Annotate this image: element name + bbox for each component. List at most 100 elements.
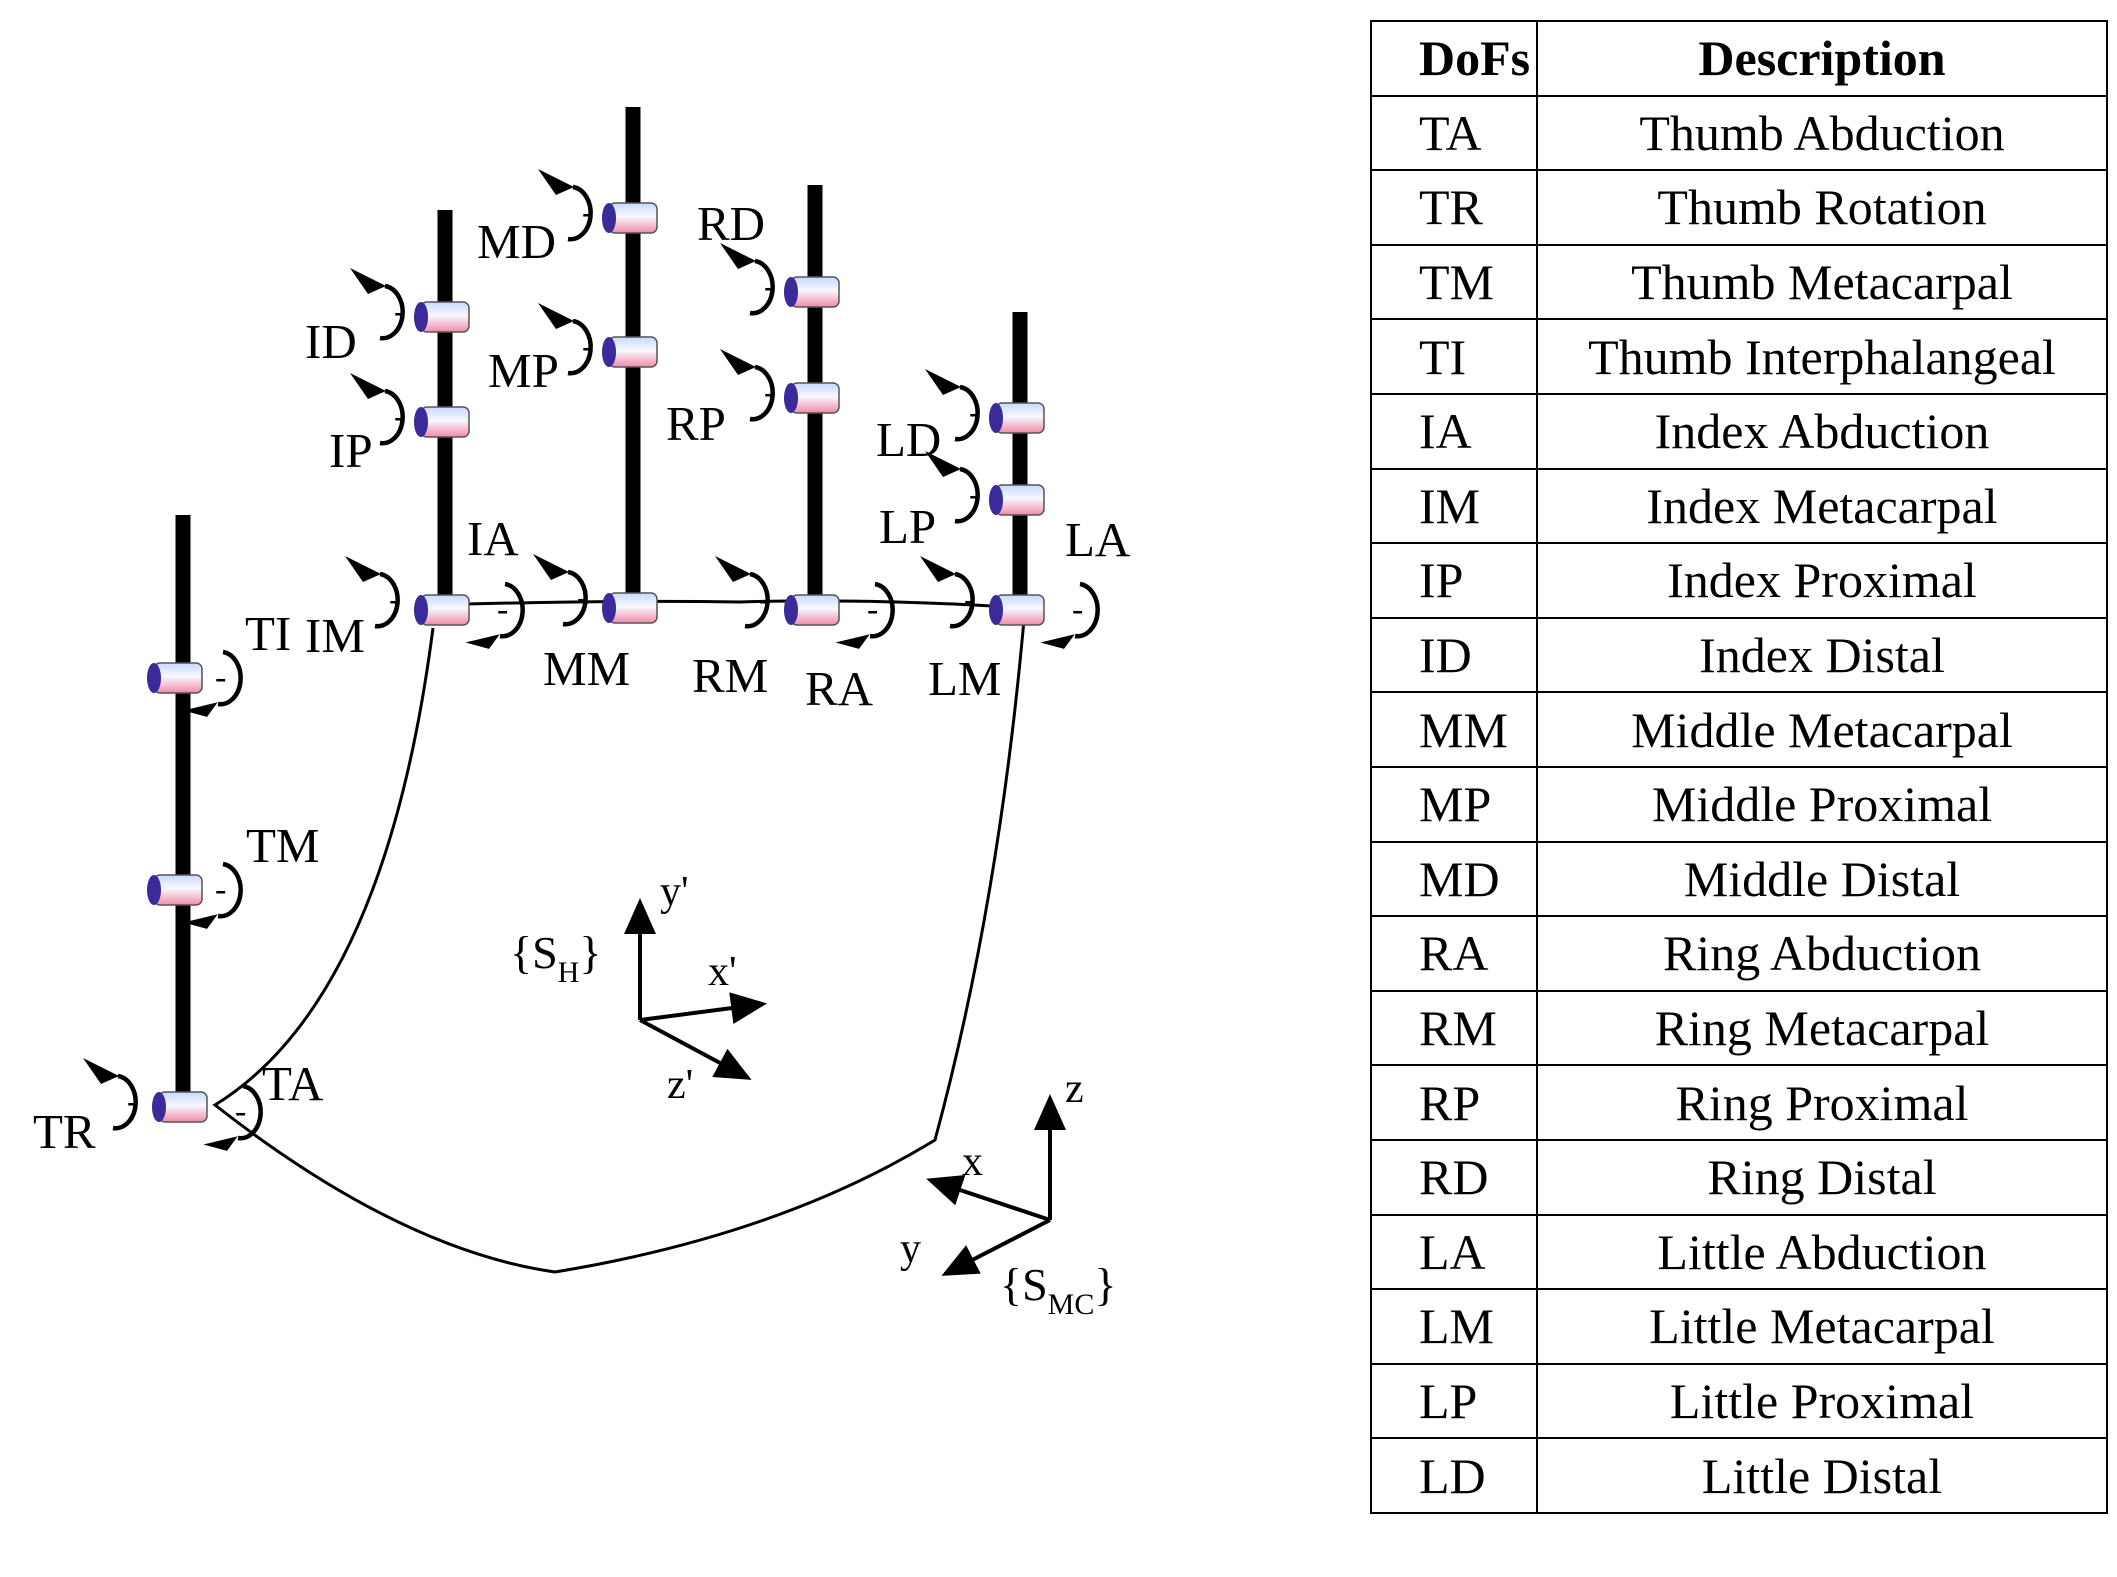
label-TR: TR bbox=[33, 1104, 96, 1159]
label-LP: LP bbox=[879, 499, 936, 554]
dof-description-cell: Thumb Abduction bbox=[1536, 94, 2108, 172]
rotation-arrow-IA: - bbox=[465, 581, 525, 649]
minus-sign: - bbox=[764, 268, 775, 305]
rotation-arrow-MD: - bbox=[538, 169, 593, 242]
joint-markers: ------------------- bbox=[83, 169, 1100, 1151]
dof-code-cell: LP bbox=[1370, 1362, 1538, 1440]
rotation-arrow-RD: - bbox=[720, 243, 775, 316]
rotation-arrow-ID: - bbox=[350, 268, 405, 341]
minus-sign: - bbox=[582, 328, 593, 365]
joint-cylinder bbox=[147, 662, 203, 694]
dof-code-cell: IA bbox=[1370, 392, 1538, 470]
dof-description-cell: Index Distal bbox=[1536, 616, 2108, 694]
minus-sign: - bbox=[235, 1093, 246, 1130]
rotation-arrow-IM: - bbox=[345, 556, 400, 629]
minus-sign: - bbox=[964, 581, 975, 618]
dof-description-cell: Index Metacarpal bbox=[1536, 467, 2108, 545]
minus-sign: - bbox=[764, 374, 775, 411]
dof-code-cell: IM bbox=[1370, 467, 1538, 545]
dof-code-cell: RD bbox=[1370, 1138, 1538, 1216]
dof-code-cell: MP bbox=[1370, 765, 1538, 843]
joint-cylinder bbox=[784, 276, 840, 308]
rotation-arrow-LD: - bbox=[925, 369, 980, 442]
joint-cylinder bbox=[784, 594, 840, 626]
dof-description-cell: Little Distal bbox=[1536, 1437, 2108, 1514]
dof-description-cell: Middle Distal bbox=[1536, 840, 2108, 918]
minus-sign: - bbox=[394, 398, 405, 435]
joint-cylinder bbox=[414, 301, 470, 333]
hand-frame-name: {SH} bbox=[510, 927, 601, 989]
dof-code-cell: LD bbox=[1370, 1437, 1538, 1514]
header-description: Description bbox=[1536, 20, 2108, 97]
label-RA: RA bbox=[805, 661, 874, 716]
rotation-arrow-LM: - bbox=[920, 556, 975, 629]
dof-description-cell: Index Abduction bbox=[1536, 392, 2108, 470]
joint-cylinder bbox=[414, 406, 470, 438]
label-MM: MM bbox=[543, 641, 630, 696]
label-RM: RM bbox=[692, 648, 768, 703]
rotation-arrow-TR: - bbox=[83, 1058, 138, 1131]
joint-cylinder bbox=[414, 594, 470, 626]
label-MD: MD bbox=[477, 214, 556, 269]
minus-sign: - bbox=[969, 476, 980, 513]
label-MP: MP bbox=[488, 343, 559, 398]
label-LD: LD bbox=[876, 412, 941, 467]
joint-cylinder bbox=[989, 484, 1045, 516]
dof-description-cell: Index Proximal bbox=[1536, 542, 2108, 619]
rotation-arrow-MP: - bbox=[538, 303, 593, 376]
dof-description-cell: Little Proximal bbox=[1536, 1362, 2108, 1440]
hand-kinematic-diagram: ------------------- TR TA TM TI IM IA IP… bbox=[33, 107, 1131, 1321]
minus-sign: - bbox=[127, 1083, 138, 1120]
dof-description-cell: Middle Proximal bbox=[1536, 765, 2108, 843]
dof-code-cell: ID bbox=[1370, 616, 1538, 694]
dof-description-cell: Little Metacarpal bbox=[1536, 1288, 2108, 1365]
joint-labels: TR TA TM TI IM IA IP ID MM MP MD RA RM R… bbox=[33, 196, 1131, 1159]
rotation-arrow-TM: - bbox=[183, 861, 243, 929]
joint-cylinder bbox=[147, 874, 203, 906]
minus-sign: - bbox=[215, 659, 226, 696]
dof-description-cell: Little Abduction bbox=[1536, 1213, 2108, 1291]
header-dofs: DoFs bbox=[1370, 20, 1538, 97]
hand-frame-z-label: z' bbox=[667, 1062, 693, 1108]
label-LA: LA bbox=[1065, 512, 1131, 567]
label-ID: ID bbox=[305, 314, 357, 369]
dof-code-cell: MD bbox=[1370, 840, 1538, 918]
label-LM: LM bbox=[928, 651, 1002, 706]
minus-sign: - bbox=[582, 194, 593, 231]
rotation-arrow-IP: - bbox=[350, 373, 405, 446]
label-TI: TI bbox=[245, 606, 291, 661]
dof-code-cell: TR bbox=[1370, 169, 1538, 246]
dof-description-cell: Thumb Metacarpal bbox=[1536, 243, 2108, 321]
rotation-arrow-RP: - bbox=[720, 349, 775, 422]
dof-description-cell: Thumb Interphalangeal bbox=[1536, 318, 2108, 395]
rotation-arrow-RM: - bbox=[715, 556, 770, 629]
label-IA: IA bbox=[467, 511, 519, 566]
dof-description-cell: Middle Metacarpal bbox=[1536, 691, 2108, 768]
label-RD: RD bbox=[697, 196, 765, 251]
rotation-arrow-RA: - bbox=[835, 581, 895, 649]
rotation-arrow-TA: - bbox=[203, 1083, 263, 1151]
joint-cylinder bbox=[784, 382, 840, 414]
dof-code-cell: TI bbox=[1370, 318, 1538, 395]
metacarpal-frame: z x y {SMC} bbox=[900, 1066, 1116, 1321]
rotation-arrow-TI: - bbox=[183, 649, 243, 717]
mc-frame-x-label: x bbox=[962, 1139, 983, 1185]
rotation-arrow-MM: - bbox=[533, 554, 588, 627]
dof-code-cell: TA bbox=[1370, 94, 1538, 172]
mc-frame-z-label: z bbox=[1065, 1066, 1084, 1112]
